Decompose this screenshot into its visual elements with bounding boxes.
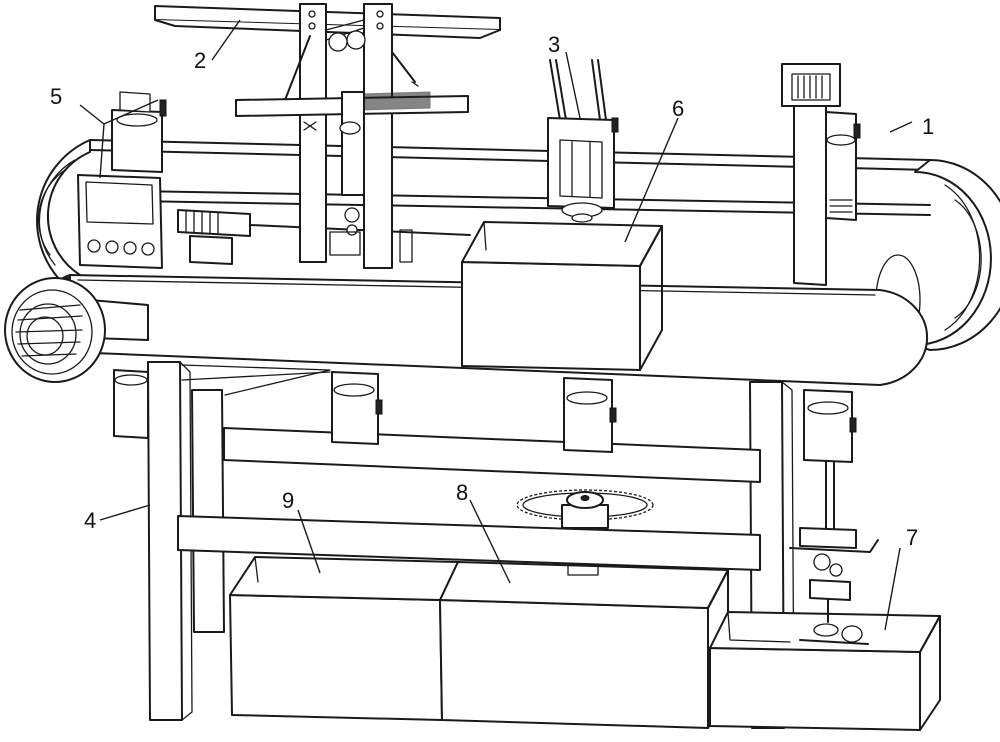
- collection-bin-middle: [439, 561, 729, 729]
- saw-blade: [516, 489, 654, 576]
- label-part-6: 6: [672, 96, 684, 121]
- material-box: [461, 221, 663, 371]
- label-part-4: 4: [84, 508, 96, 533]
- control-panel: [77, 174, 163, 269]
- label-part-7: 7: [906, 525, 918, 550]
- hanging-cylinder-2: [331, 371, 383, 445]
- drive-motor: [4, 277, 149, 383]
- label-part-3: 3: [548, 32, 560, 57]
- label-part-1: 1: [922, 114, 934, 139]
- gear-clamp-mechanism: [789, 461, 879, 645]
- drive-shaft: [177, 209, 471, 265]
- hanging-cylinder-4: [803, 389, 857, 463]
- right-sensor-post: [781, 63, 861, 286]
- left-guide-cylinder: [111, 91, 167, 173]
- label-part-5: 5: [50, 84, 62, 109]
- label-part-8: 8: [456, 480, 468, 505]
- hanging-cylinder-3: [563, 377, 617, 453]
- label-part-9: 9: [282, 488, 294, 513]
- collection-bin-left: [229, 556, 459, 721]
- callout-leaders: [79, 19, 913, 631]
- label-part-2: 2: [194, 48, 206, 73]
- cutting-gantry: [154, 3, 501, 269]
- press-unit: [547, 59, 619, 223]
- hanging-cylinder-1: [113, 369, 149, 439]
